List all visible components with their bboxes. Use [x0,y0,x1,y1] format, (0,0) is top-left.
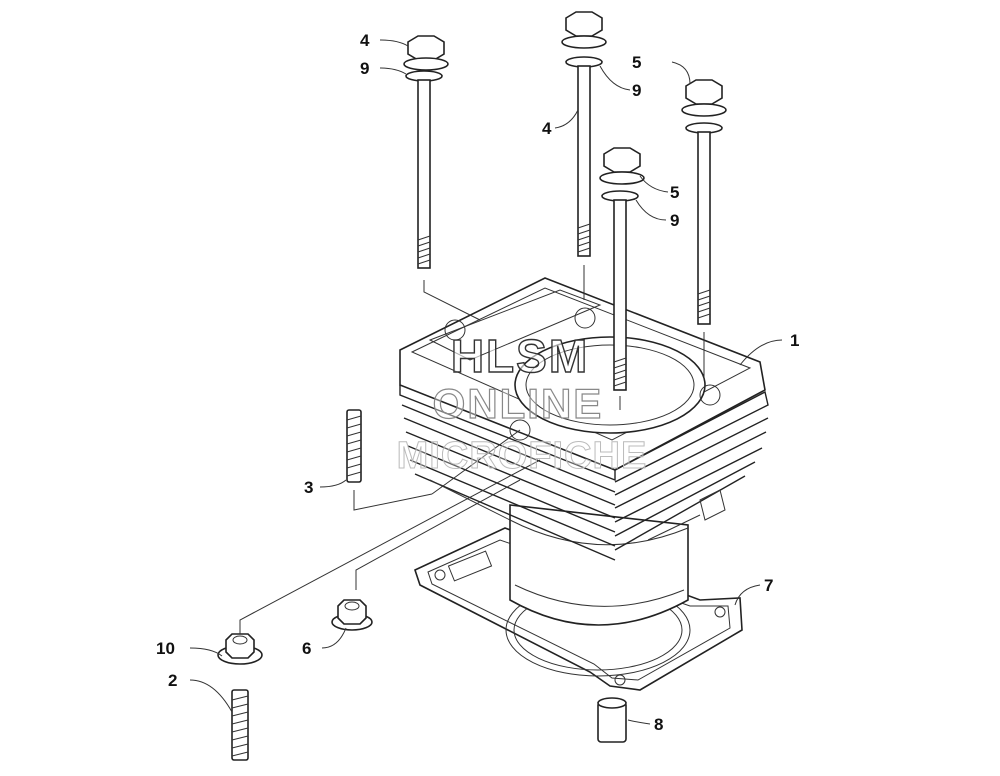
head-bolt-center [561,11,607,257]
callout-leaders [189,39,783,725]
callout-10: 10 [156,639,175,658]
callout-6: 6 [302,639,311,658]
head-bolt-front [599,147,645,391]
callout-5-right: 5 [632,53,641,72]
callout-5-front: 5 [670,183,679,202]
head-bolt-left [403,35,449,269]
callout-1: 1 [790,331,799,350]
dowel-pin-8 [597,697,627,743]
install-lines [239,265,705,634]
callout-7: 7 [764,576,773,595]
cylinder-block [399,277,769,561]
stud-2 [231,689,249,761]
flange-nut-6 [331,599,373,631]
stud-3 [346,409,362,483]
callout-numbers: 1 2 3 4 4 5 5 6 7 8 9 9 9 10 [156,31,799,734]
callout-4-left: 4 [360,31,370,50]
callout-8: 8 [654,715,663,734]
watermark-line-1: HLSM [451,330,589,382]
watermark: HLSM ONLINE MICROFICHE [396,329,648,477]
head-bolt-right [681,79,727,325]
watermark-line-3: MICROFICHE [397,435,648,477]
callout-4-center: 4 [542,119,552,138]
callout-9-left: 9 [360,59,369,78]
callout-2: 2 [168,671,177,690]
callout-3: 3 [304,478,313,497]
flange-nut-10 [217,633,263,665]
watermark-line-2: ONLINE [433,380,604,427]
cylinder-sleeve [509,504,689,626]
callout-9-front: 9 [670,211,679,230]
callout-9-center: 9 [632,81,641,100]
